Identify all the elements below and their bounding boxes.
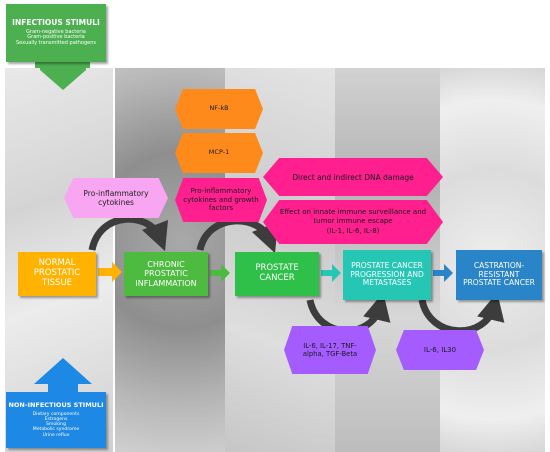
pro-inflammatory-growth-label: Pro-inflammatory cytokines and growth fa… — [175, 178, 267, 222]
stage-normal: NORMAL PROSTATIC TISSUE — [18, 252, 96, 296]
stage-chronic-inflammation: CHRONIC PROSTATIC INFLAMMATION — [124, 252, 208, 296]
infectious-item: Gram-negative bacteria — [26, 28, 86, 35]
nfkb-label: NF-kB — [175, 89, 263, 129]
infectious-title: INFECTIOUS STIMULI — [12, 18, 100, 28]
mcp1-label: MCP-1 — [175, 133, 263, 173]
stage-crpc: CASTRATION-RESISTANT PROSTATE CANCER — [456, 250, 542, 300]
non-infectious-item: Urine reflux — [42, 432, 70, 438]
immune-escape-text: Effect on innate immune surveillance and… — [279, 208, 427, 225]
dna-damage-label: Direct and indirect DNA damage — [263, 158, 443, 196]
immune-escape-label: Effect on innate immune surveillance and… — [263, 200, 443, 244]
stage-prostate-cancer: PROSTATE CANCER — [235, 252, 319, 296]
non-infectious-item: Metabolic syndrome — [32, 427, 80, 433]
infectious-stimuli-box: INFECTIOUS STIMULI Gram-negative bacteri… — [6, 4, 106, 62]
immune-escape-interleukins: (IL-1, IL-6, IL-8) — [326, 227, 380, 236]
non-infectious-title: NON-INFECTIOUS STIMULI — [8, 401, 104, 410]
infectious-item: Sexually transmitted pathogens — [15, 40, 96, 47]
pro-inflammatory-cytokines-label: Pro-inflammatory cytokines — [64, 178, 168, 218]
non-infectious-item: Dietary components — [32, 411, 80, 417]
non-infectious-stimuli-box: NON-INFECTIOUS STIMULI Dietary component… — [6, 392, 106, 448]
infectious-item: Gram-positive bacteria — [27, 34, 85, 41]
non-infectious-item: Estrogens — [44, 416, 68, 422]
il-group-label: IL-6, IL-17, TNF-alpha, TGF-Beta — [284, 326, 376, 374]
non-infectious-item: Smoking — [46, 422, 66, 428]
stage-progression-metastases: PROSTATE CANCER PROGRESSION AND METASTAS… — [343, 250, 431, 300]
il6-il30-label: IL-6, IL30 — [396, 330, 484, 370]
